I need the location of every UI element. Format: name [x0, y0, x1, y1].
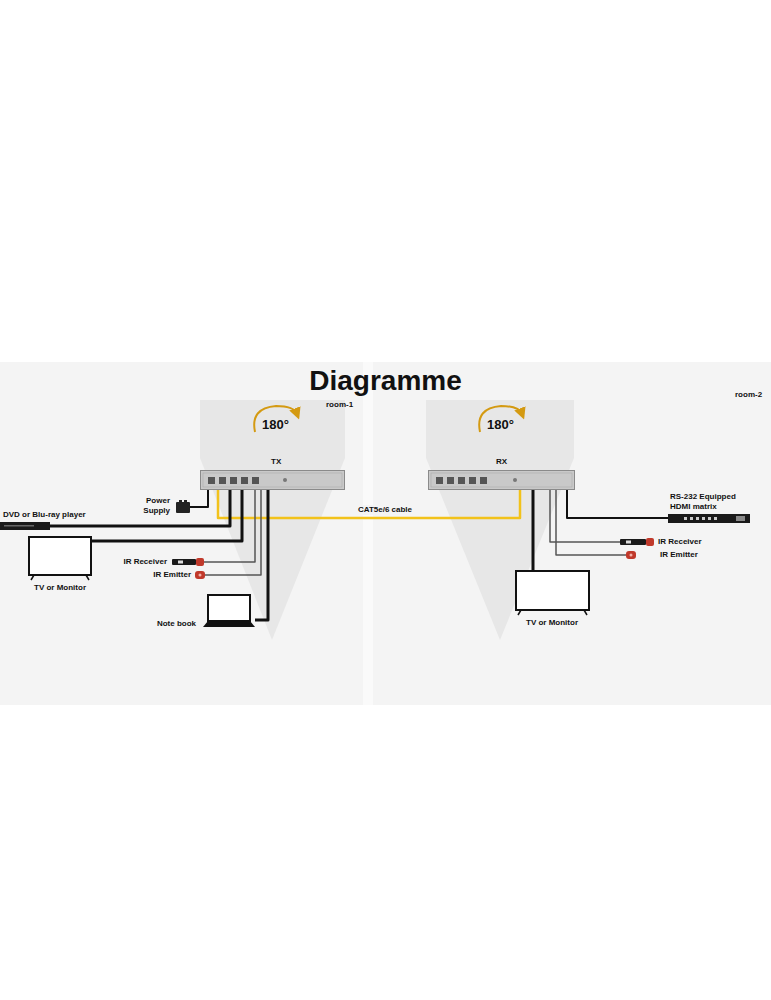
cable: [92, 490, 242, 541]
tv-icon: [515, 570, 590, 615]
device-node: TX: [200, 470, 345, 490]
device-node: RS-232 Equipped HDMI matrix: [668, 514, 750, 523]
device-node: DVD or Blu-ray player: [0, 522, 50, 530]
psu-icon: [176, 500, 190, 513]
cable: [218, 490, 520, 518]
mx-icon: [668, 514, 750, 523]
cable: [567, 490, 668, 518]
irr-icon: [172, 558, 204, 566]
device-label: RS-232 Equipped HDMI matrix: [670, 492, 750, 512]
cable: [532, 490, 535, 570]
cable: [550, 490, 620, 542]
device-node: IR Receiver: [620, 538, 654, 546]
device-node: IR Emitter: [195, 571, 205, 579]
tv-icon: [28, 536, 92, 580]
device-label: IR Receiver: [658, 537, 702, 547]
device-label: RX: [496, 457, 507, 467]
device-node: IR Receiver: [172, 558, 204, 566]
device-label: Note book: [157, 619, 196, 629]
dvd-icon: [0, 522, 50, 530]
rotation-arrow: [479, 406, 522, 432]
device-label: IR Emitter: [660, 550, 698, 560]
device-node: Power Supply: [176, 500, 190, 513]
cable: [556, 490, 626, 555]
rotation-arrow: [254, 406, 297, 432]
nb-icon: [203, 594, 255, 628]
room-shape: [200, 400, 345, 640]
rotation-label: 180°: [262, 417, 289, 433]
device-node: IR Emitter: [626, 551, 636, 559]
irr2-icon: [620, 538, 654, 546]
device-label: TX: [271, 457, 281, 467]
room-label: room-1: [326, 399, 353, 410]
cable: [50, 490, 230, 526]
device-node: TV or Monitor: [28, 536, 92, 580]
cable: [190, 490, 208, 507]
device-node: RX: [428, 470, 575, 490]
diagram-title: Diagramme: [0, 364, 771, 398]
device-label: IR Emitter: [153, 570, 191, 580]
cable: [204, 490, 255, 562]
device-label: TV or Monitor: [526, 618, 578, 628]
rotation-label: 180°: [487, 417, 514, 433]
cable-label: CAT5e/6 cable: [356, 505, 414, 515]
ire-icon: [626, 551, 636, 559]
cable: [255, 490, 268, 620]
cable: [205, 490, 261, 575]
dev-icon: [200, 470, 345, 490]
ire-icon: [195, 571, 205, 579]
device-label: IR Receiver: [123, 557, 167, 567]
room-label: room-2: [735, 389, 762, 400]
divider: [363, 362, 373, 705]
dev-icon: [428, 470, 575, 490]
device-label: Power Supply: [136, 496, 170, 516]
device-node: TV or Monitor: [515, 570, 590, 615]
band: [0, 362, 771, 705]
device-label: DVD or Blu-ray player: [3, 510, 86, 520]
device-label: TV or Monitor: [34, 583, 86, 593]
device-node: Note book: [203, 594, 255, 628]
